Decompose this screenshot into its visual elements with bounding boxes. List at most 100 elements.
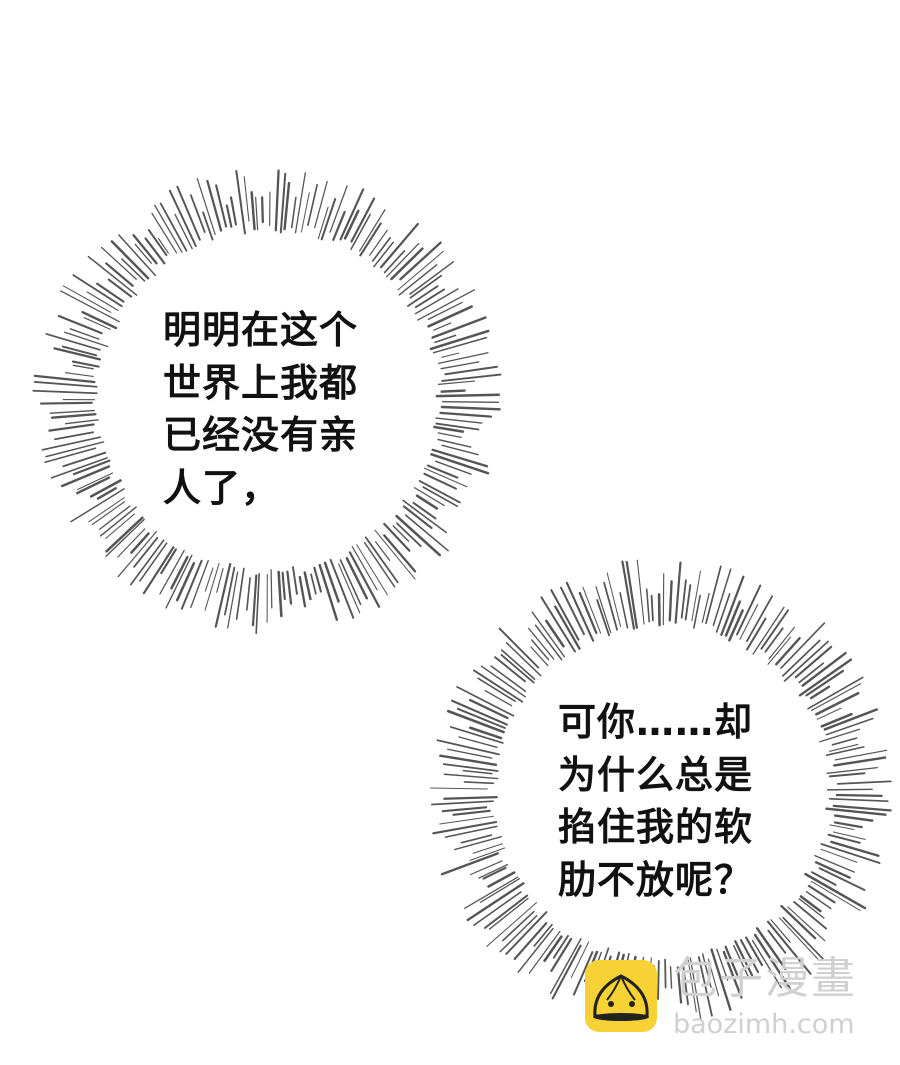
ray-line xyxy=(436,739,500,756)
ray-line xyxy=(441,806,488,813)
ray-line xyxy=(432,336,488,354)
ray-line xyxy=(174,213,193,250)
ray-line xyxy=(345,557,369,600)
ray-line xyxy=(314,180,328,229)
ray-line xyxy=(712,568,732,627)
bubble-line: 肋不放呢？ xyxy=(558,857,754,902)
ray-line xyxy=(783,640,829,682)
ray-line xyxy=(458,736,498,748)
ray-line xyxy=(684,584,692,621)
ray-line xyxy=(825,807,887,816)
ray-line xyxy=(830,840,880,857)
ray-line xyxy=(820,712,853,728)
ray-line xyxy=(650,594,654,622)
ray-line xyxy=(453,835,503,851)
ray-line xyxy=(371,236,391,262)
ray-line xyxy=(549,938,582,995)
bubble-line: 世界上我都 xyxy=(163,360,359,405)
ray-line xyxy=(826,788,873,791)
ray-line xyxy=(329,185,348,233)
ray-line xyxy=(697,956,713,1017)
ray-line xyxy=(739,603,759,640)
ray-line xyxy=(435,393,501,398)
ray-line xyxy=(472,843,503,854)
ray-line xyxy=(383,534,417,573)
ray-line xyxy=(130,532,150,554)
ray-line xyxy=(307,183,318,226)
ray-line xyxy=(560,586,585,636)
ray-line xyxy=(550,589,580,641)
ray-line xyxy=(621,560,636,630)
ray-line xyxy=(323,561,340,603)
ray-line xyxy=(32,389,98,395)
ray-line xyxy=(833,756,887,767)
ray-line xyxy=(814,861,851,879)
ray-line xyxy=(292,566,298,595)
ray-line xyxy=(578,591,598,635)
ray-line xyxy=(488,897,529,930)
ray-line xyxy=(87,255,138,296)
ray-line xyxy=(767,929,787,954)
ray-line xyxy=(396,522,422,548)
ray-line xyxy=(498,627,540,669)
ray-line xyxy=(60,465,111,488)
ray-line xyxy=(689,957,702,1021)
ray-line xyxy=(433,322,452,331)
ray-line xyxy=(409,261,455,295)
ray-line xyxy=(99,506,137,537)
ray-line xyxy=(533,923,553,947)
ray-line xyxy=(50,457,108,479)
ray-line xyxy=(832,831,866,840)
ray-line xyxy=(255,196,259,231)
ray-line xyxy=(478,863,509,879)
watermark-url: baozimh.com xyxy=(673,1009,855,1040)
ray-line xyxy=(40,401,93,405)
ray-line xyxy=(466,882,525,922)
ray-line xyxy=(473,669,524,703)
ray-line xyxy=(505,911,548,955)
ray-line xyxy=(505,642,542,677)
ray-line xyxy=(470,860,503,876)
ray-line xyxy=(69,328,100,340)
ray-line xyxy=(214,562,232,628)
ray-line xyxy=(383,522,411,552)
ray-line xyxy=(300,192,310,233)
ray-line xyxy=(414,288,459,315)
ray-line xyxy=(707,958,720,997)
ray-line xyxy=(814,855,855,873)
ray-line xyxy=(235,170,246,235)
speech-bubble-2: 可你……却为什么总是掐住我的软肋不放呢？ xyxy=(558,696,753,906)
ray-line xyxy=(431,448,489,468)
ray-line xyxy=(477,677,516,702)
ray-line xyxy=(404,514,449,552)
ray-line xyxy=(286,570,293,605)
ray-line xyxy=(746,617,767,651)
ray-line xyxy=(810,880,861,911)
ray-line xyxy=(434,334,457,344)
ray-line xyxy=(53,347,102,361)
ray-line xyxy=(180,559,203,610)
ray-line xyxy=(413,487,445,507)
ray-line xyxy=(397,250,444,291)
ray-line xyxy=(418,480,461,504)
bubble-line: 明明在这个 xyxy=(163,308,359,352)
ray-line xyxy=(281,571,286,601)
ray-line xyxy=(412,501,437,520)
ray-line xyxy=(64,331,109,348)
ray-line xyxy=(550,937,573,972)
ray-line xyxy=(437,432,462,438)
ray-line xyxy=(105,513,136,540)
ray-line xyxy=(799,895,822,913)
ray-line xyxy=(530,646,549,667)
ray-line xyxy=(385,242,420,278)
ray-line xyxy=(229,196,238,226)
ray-line xyxy=(760,609,790,650)
ray-line xyxy=(279,172,287,234)
ray-line xyxy=(733,944,749,977)
watermark-name: 包子漫畫 xyxy=(673,953,857,1004)
ray-line xyxy=(443,773,499,780)
ray-line xyxy=(350,197,376,243)
ray-line xyxy=(645,588,650,623)
ray-line xyxy=(834,749,888,761)
ray-line xyxy=(81,310,118,330)
